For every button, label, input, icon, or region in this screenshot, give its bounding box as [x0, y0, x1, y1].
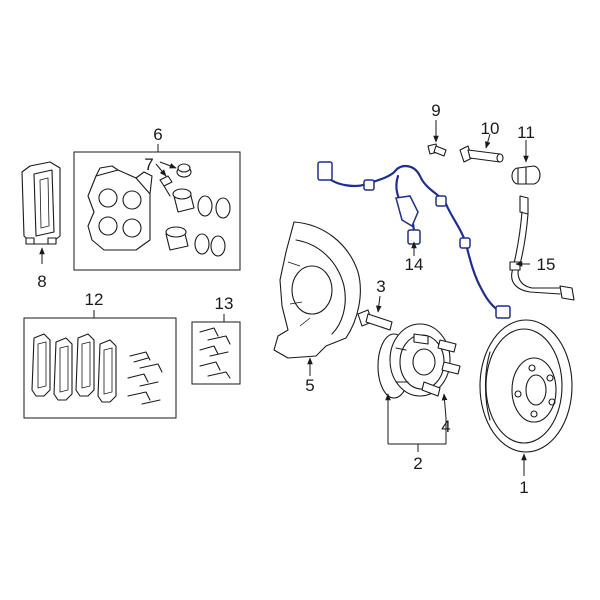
callout-10: 10 [481, 119, 500, 138]
caliper-kit-box [73, 151, 241, 271]
callout-5: 5 [305, 376, 314, 395]
dust-cap-part [176, 163, 192, 178]
callout-8: 8 [37, 272, 46, 291]
callout-13: 13 [215, 294, 234, 313]
brake-rotor-part [479, 319, 573, 453]
guide-pin-part [459, 145, 504, 163]
callout-2: 2 [413, 454, 422, 473]
callout-9: 9 [431, 101, 440, 120]
callout-3: 3 [376, 277, 385, 296]
callout-11: 11 [517, 123, 535, 142]
brake-pad-part [21, 161, 61, 245]
callout-6: 6 [153, 125, 162, 144]
bleeder-screw-part [159, 175, 173, 197]
caliper-part [87, 165, 153, 251]
hardware-clips-part [199, 327, 231, 379]
callout-1: 1 [519, 478, 528, 497]
pad-set-parts [31, 333, 163, 405]
callout-12: 12 [85, 290, 104, 309]
brake-hose-part [509, 195, 575, 301]
caliper-piston-set [165, 188, 231, 257]
guide-pin-boot-part [511, 165, 541, 185]
callout-14: 14 [405, 255, 424, 274]
hub-bolt-part [357, 309, 393, 331]
wheel-speed-sensor-part [317, 161, 511, 319]
hub-bearing-part [377, 323, 461, 399]
callout-15: 15 [537, 255, 556, 274]
caliper-bolt-part [427, 143, 447, 157]
callout-4: 4 [441, 417, 450, 436]
pad-set-box [23, 317, 177, 419]
hardware-kit-box [191, 321, 241, 385]
callout-7: 7 [144, 155, 153, 174]
splash-shield-part [273, 221, 361, 359]
